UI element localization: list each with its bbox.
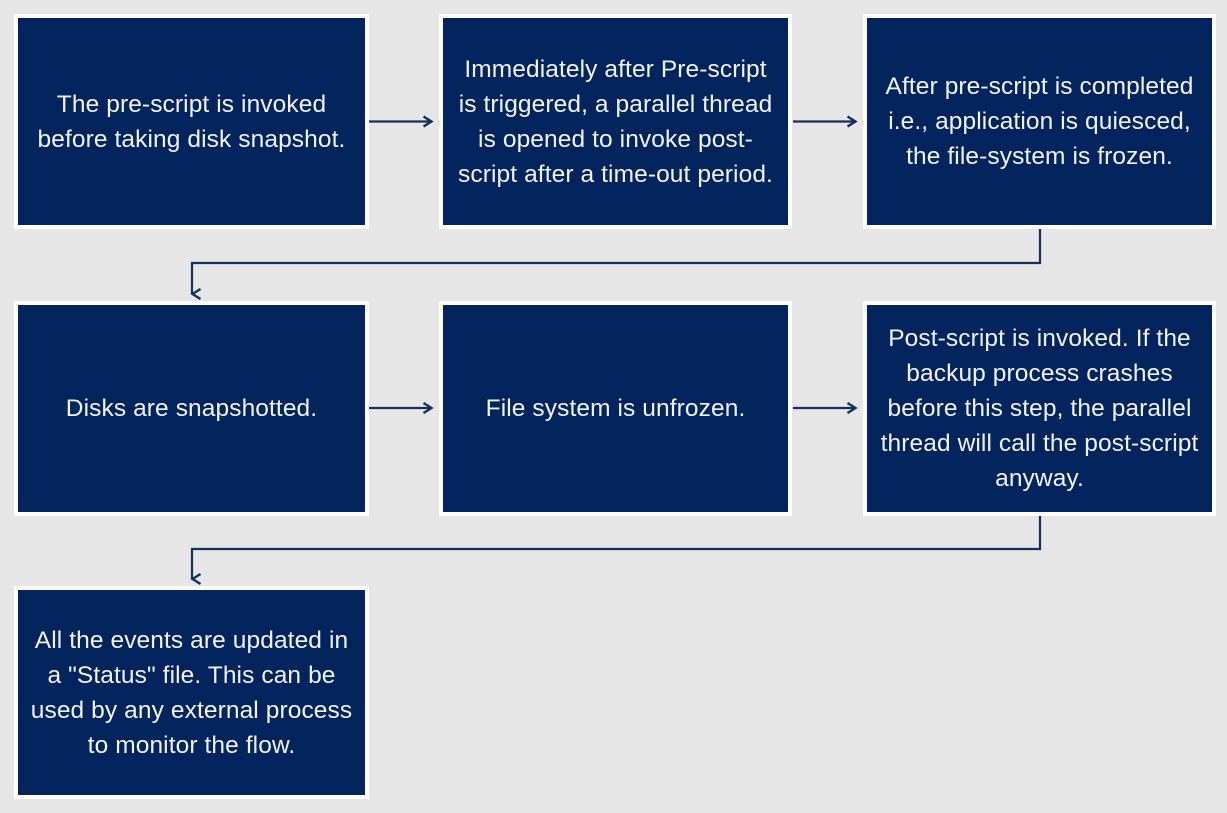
flow-node-parallel-thread-opened[interactable]: Immediately after Pre-script is triggere… bbox=[439, 14, 792, 229]
flow-node-label: After pre-script is completed i.e., appl… bbox=[885, 73, 1194, 170]
flow-node-post-script-invoked[interactable]: Post-script is invoked. If the backup pr… bbox=[863, 301, 1216, 516]
flow-node-label: Disks are snapshotted. bbox=[65, 395, 318, 422]
flow-node-pre-script-invoked[interactable]: The pre-script is invoked before taking … bbox=[14, 14, 369, 229]
flow-node-label: The pre-script is invoked before taking … bbox=[37, 90, 346, 153]
flow-node-label: File system is unfrozen. bbox=[485, 395, 746, 422]
flow-node-file-system-unfrozen[interactable]: File system is unfrozen. bbox=[439, 301, 792, 516]
connector-node3-to-node4 bbox=[192, 229, 1042, 294]
flow-node-label: All the events are updated in a "Status"… bbox=[30, 626, 353, 759]
flow-node-status-file-updated[interactable]: All the events are updated in a "Status"… bbox=[14, 586, 369, 799]
flow-node-label: Post-script is invoked. If the backup pr… bbox=[880, 325, 1199, 492]
connector-node6-to-node7 bbox=[192, 516, 1042, 579]
flow-node-disks-snapshotted[interactable]: Disks are snapshotted. bbox=[14, 301, 369, 516]
flow-node-file-system-frozen[interactable]: After pre-script is completed i.e., appl… bbox=[863, 14, 1216, 229]
flow-node-label: Immediately after Pre-script is triggere… bbox=[458, 55, 773, 188]
